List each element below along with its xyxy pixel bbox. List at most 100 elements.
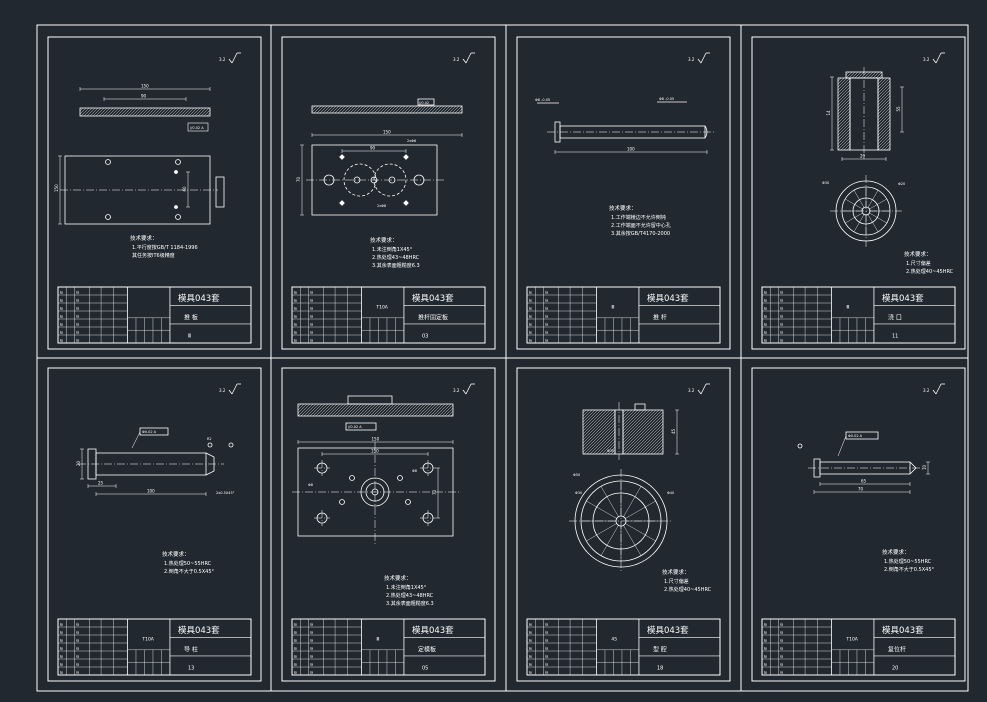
circle [349,475,355,481]
dimension-label: 20 [76,460,81,466]
line [878,104,890,118]
cell-mark: 处 [780,289,783,294]
cell-mark: 标 [60,321,63,326]
line [355,106,364,113]
dimension-label: Φ8 -0.05 [659,97,674,101]
drawing-sheet-1[interactable]: 3.2标处标处标处标处标处标处标处模具043套推 板Ⅲ [47,36,262,350]
roughness-value: 3.2 [923,388,930,393]
cell-mark: 标 [294,313,297,318]
drawing-sheet-4[interactable]: 3.2标处标处标处标处标处标处标处模具043套浇 口11Ⅲ [751,36,966,350]
cell-mark: 标 [529,337,532,342]
part-name: 推 板 [184,313,198,321]
cell-mark: 标 [294,653,297,658]
tech-requirements: 技术要求：1.工作端棱边不允许倒钝2.工作端面不允许留中心孔3.其余按GB/T4… [609,204,671,237]
line [623,414,663,454]
dimension-label: 70 [858,487,864,492]
line [140,108,150,116]
dimension-label: 25 [98,481,104,486]
line [583,419,615,453]
cell-mark: 标 [764,313,767,318]
circle [413,174,425,186]
chamfer-callout: 2x0.5X45° [216,491,235,495]
cell-mark: 处 [780,321,783,326]
line [626,417,663,454]
sheet-grid [36,24,969,692]
tech-requirements: 技术要求：1.未注倒角1X45°2.热处理43~48HRC3.其余表面粗糙度6.… [384,574,434,607]
dimension-label: Φ50 [573,473,580,477]
cell-mark: 处 [76,653,79,658]
drawing-sheet-5[interactable]: 3.2标处标处标处标处标处标处标处模具043套导 柱13T10A [47,367,262,682]
material-code: 45 [611,636,617,642]
roughness-symbol: 3.2 [688,383,710,395]
line [312,404,326,416]
tech-line: 2.热处理43~48HRC [386,592,434,599]
line [583,410,593,420]
dimension-label: Φ8 -0.05 [535,98,550,102]
cell-mark: 标 [764,661,767,666]
circle [175,214,181,220]
sheet-title: 模具043套 [882,293,924,304]
line [641,432,663,454]
line [340,106,349,113]
line [352,106,361,113]
dimension-label: Φ30 [822,181,829,185]
drawing-number: 05 [422,665,428,671]
line [316,106,325,113]
circle [797,443,803,449]
line [336,404,350,416]
circle [373,163,407,197]
line [182,108,192,116]
line [623,410,663,450]
line [867,214,879,232]
line [845,212,863,224]
cell-mark: 标 [60,329,63,334]
dimension-label: 70 [296,176,301,182]
line [319,106,328,113]
pin-marker [403,154,409,160]
cell-mark: 处 [545,337,548,342]
drawing-sheet-7[interactable]: 3.2 标处标处标处标处标处标处标处模具043套型 腔1845 [516,367,731,682]
dimension-label: 150 [54,184,59,192]
dimension-label: Φ30 [607,449,614,453]
cell-mark: 处 [545,645,548,650]
line [125,108,135,116]
cell-mark: 处 [545,669,548,674]
roughness-value: 3.2 [688,57,695,62]
tech-line: 2.工作端面不允许留中心孔 [611,222,671,229]
cell-mark: 标 [764,329,767,334]
hatch [582,409,616,455]
drawing-sheet-6[interactable]: 3.2标处标处标处标处标处标处标处模具043套定模板05Ⅲ [281,367,496,682]
line [583,410,599,426]
cell-mark: 标 [764,653,767,658]
drawing-sheet-8[interactable]: 3.2标处标处标处标处标处标处标处模具043套复位杆20T10A [751,367,966,682]
drawing-sheet-3[interactable]: 3.2标处标处标处标处标处标处标处模具043套推 杆Ⅲ [516,36,731,350]
line [170,108,180,116]
cell-mark: 处 [545,305,548,310]
tech-requirements: 技术要求：1.未注倒角1X45°2.热处理43~48HRC3.其余表面粗糙度6.… [370,236,420,269]
line [846,72,850,76]
line [854,72,862,78]
line [360,404,374,416]
line [583,410,608,435]
dimension-label: Φ30 [575,491,582,495]
title-block: 标处标处标处标处标处标处标处模具043套型 腔1845 [526,618,721,676]
line [333,404,347,416]
cell-mark: 处 [310,621,313,626]
cell-mark: 标 [294,621,297,626]
cell-mark: 处 [310,313,313,318]
line [457,108,462,113]
line [381,404,395,416]
drawing-number: 20 [892,665,898,671]
drawing-sheet-2[interactable]: 3.2标处标处标处标处标处标处标处模具043套推杆固定板03T10A [281,36,496,350]
cell-mark: 标 [764,629,767,634]
cell-mark: 处 [780,313,783,318]
tech-line: 1.未注倒角1X45° [372,246,413,253]
line [866,72,874,78]
line [298,404,308,414]
line [441,404,453,416]
part-name: 定模板 [418,645,436,653]
